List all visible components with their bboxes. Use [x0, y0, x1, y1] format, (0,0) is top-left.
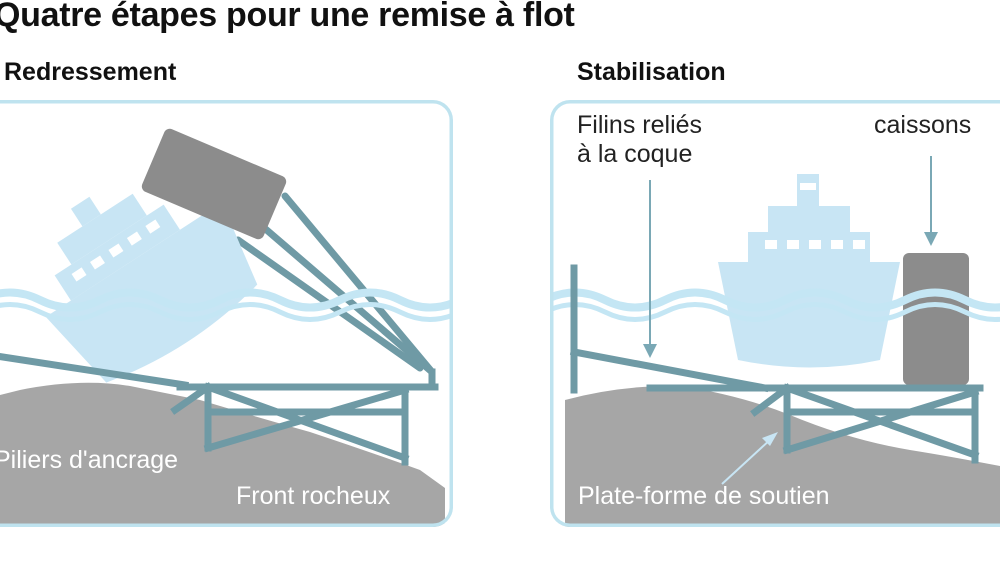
ship-upright: [718, 174, 900, 368]
support-platform: [569, 264, 984, 464]
label-cables-line2: à la coque: [577, 140, 693, 168]
rock-front: [565, 385, 1000, 527]
ship-chimney: [70, 196, 101, 227]
rock-front: [0, 382, 445, 527]
water-wave-2: [0, 302, 453, 322]
callout-arrows: [643, 156, 938, 485]
water-wave: [550, 288, 1000, 312]
label-caissons: caissons: [874, 111, 972, 139]
caisson: [903, 253, 969, 385]
label-cables-line1: Filins reliés: [577, 111, 703, 139]
page-title: Quatre étapes pour une remise à flot: [0, 0, 575, 34]
label-anchor-pillars: Piliers d'ancrage: [0, 446, 179, 474]
arrow-platform: [721, 437, 773, 485]
ship-windows: [71, 219, 161, 282]
ship-bridge: [768, 206, 850, 232]
counterweight-block: [141, 128, 287, 240]
ship-bridge: [57, 193, 147, 265]
step-title-redressement: Redressement: [4, 58, 177, 86]
ship-hull: [718, 262, 900, 368]
panel-stabilisation: [550, 100, 1000, 527]
ship-windows: [765, 183, 865, 249]
label-rock-front: Front rocheux: [236, 482, 391, 510]
panel-redressement: [0, 100, 453, 527]
step-title-stabilisation: Stabilisation: [577, 58, 726, 86]
label-platform: Plate-forme de soutien: [578, 482, 830, 510]
water-wave-2: [550, 302, 1000, 322]
support-platform: [0, 351, 439, 466]
water-wave: [0, 288, 453, 312]
